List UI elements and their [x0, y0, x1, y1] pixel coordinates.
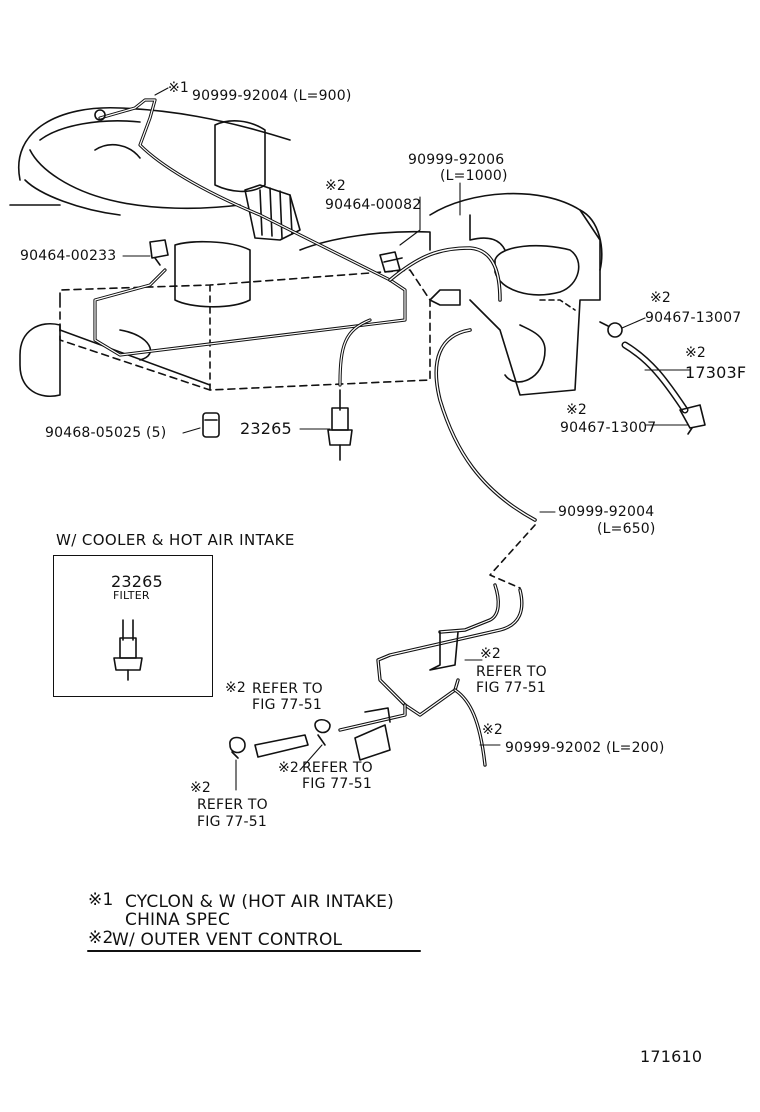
clip-90464-00082 — [379, 251, 403, 273]
clip-00082-mark: ※2 — [325, 178, 347, 194]
air-cleaner-outline — [9, 107, 291, 216]
hose-l1000-label: 90999-92006 — [408, 152, 505, 168]
clamp-top-label: 90467-13007 — [645, 310, 742, 326]
hose-17303f — [621, 341, 689, 414]
hose-l900-mark: ※1 — [168, 80, 190, 96]
hose-l900-label: 90999-92004 (L=900) — [192, 88, 352, 104]
lower-vacuum-lines — [338, 583, 524, 767]
note-2-mark: ※2 — [88, 928, 114, 948]
hose-l200-label: 90999-92002 (L=200) — [505, 740, 665, 756]
refer-low-line2: FIG 77-51 — [302, 776, 372, 792]
hose-17303f-label: 17303F — [685, 363, 747, 382]
refer-left-line1: REFER TO — [197, 797, 268, 813]
hose-to-filter — [327, 318, 372, 461]
filter-23265-label: 23265 — [240, 419, 292, 438]
refer-left-line2: FIG 77-51 — [197, 814, 267, 830]
hose-l1000-length: (L=1000) — [440, 168, 508, 184]
hose-l1000 — [388, 246, 502, 302]
clamp-bottom-mark: ※2 — [566, 402, 588, 418]
note-1-text: CYCLON & W (HOT AIR INTAKE) — [125, 892, 394, 912]
clamp-bottom-label: 90467-13007 — [560, 420, 657, 436]
refer-left-mark: ※2 — [190, 780, 212, 796]
refer-right-mark: ※2 — [480, 646, 502, 662]
clamp-90467-13007-top — [599, 321, 623, 338]
refer-low-mark: ※2 — [278, 760, 300, 776]
hose-l650-length: (L=650) — [597, 521, 656, 537]
engine-block-outline — [19, 184, 431, 397]
refer-low-line1: REFER TO — [302, 760, 373, 776]
clip-00233-label: 90464-00233 — [20, 248, 117, 264]
refer-right-line2: FIG 77-51 — [476, 680, 546, 696]
inset-part-number: 23265 — [111, 572, 163, 591]
clip-00082-label: 90464-00082 — [325, 197, 422, 213]
hose-l200-mark: ※2 — [482, 722, 504, 738]
note-1-text-2: CHINA SPEC — [125, 910, 231, 930]
note-2-text: W/ OUTER VENT CONTROL — [112, 930, 343, 950]
hose-17303f-mark: ※2 — [685, 345, 707, 361]
refer-right-line1: REFER TO — [476, 664, 547, 680]
refer-mid-line2: FIG 77-51 — [252, 697, 322, 713]
clamp-top-mark: ※2 — [650, 290, 672, 306]
leader-lines — [122, 87, 691, 791]
clamp-90467-13007-bottom — [679, 404, 706, 435]
note-1-mark: ※1 — [88, 890, 114, 910]
refer-mid-mark: ※2 — [225, 680, 247, 696]
inset-title: W/ COOLER & HOT AIR INTAKE — [56, 531, 295, 549]
refer-mid-line1: REFER TO — [252, 681, 323, 697]
inset-filter-23265 — [113, 619, 143, 681]
hose-l900 — [93, 98, 407, 357]
throttle-body-outline — [429, 192, 603, 396]
loose-hose-parts — [229, 718, 331, 759]
hose-l650-label: 90999-92004 — [558, 504, 655, 520]
inset-part-name: FILTER — [113, 589, 150, 602]
clamp-90468-05025 — [202, 412, 220, 438]
figure-number: 171610 — [640, 1047, 703, 1066]
inset-box — [53, 555, 213, 697]
hose-l650 — [434, 328, 537, 589]
clamp-05025-label: 90468-05025 (5) — [45, 425, 167, 441]
clip-90464-00233 — [149, 239, 169, 266]
